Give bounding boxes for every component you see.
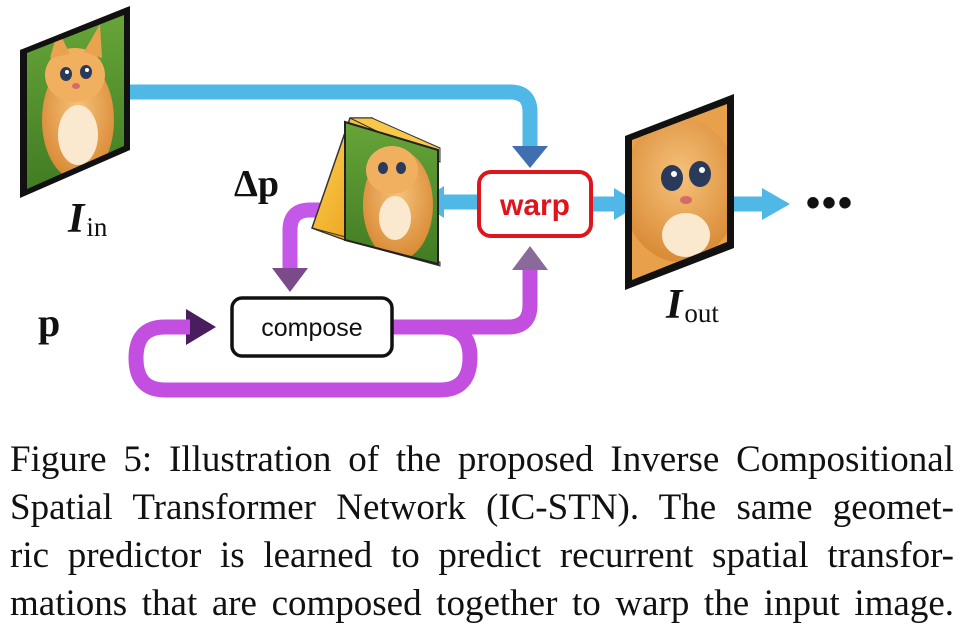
caption-line-3: ric predictor is learned to predict recu… — [10, 535, 954, 576]
input-sub-symbol: in — [86, 212, 108, 242]
delta-p-label: Δp — [234, 163, 279, 205]
figure-caption: Figure 5: Illustration of the proposed I… — [10, 436, 954, 628]
recurrent-loop-arrow — [128, 319, 478, 398]
warp-label: warp — [499, 189, 570, 222]
compose-node: compose — [230, 296, 394, 358]
compose-to-warp-arrow — [393, 246, 548, 335]
kitten-output-image-icon — [625, 94, 734, 290]
caption-line-1: Figure 5: Illustration of the proposed I… — [10, 439, 954, 480]
caption-line-4: mations that are composed together to wa… — [10, 583, 954, 624]
kitten-input-image-icon — [20, 6, 130, 198]
compose-label: compose — [261, 314, 362, 342]
ic-stn-diagram: warp compose Iin Iout Δp p ••• — [20, 6, 854, 398]
output-base-symbol: I — [665, 282, 684, 328]
input-to-warp-arrow — [92, 84, 548, 168]
svg-text:Iin: Iin — [67, 196, 108, 242]
ellipsis-label: ••• — [806, 181, 854, 225]
svg-text:Iout: Iout — [665, 282, 719, 328]
geometric-predictor-frustum-icon — [311, 117, 441, 267]
warp-node: warp — [477, 170, 593, 238]
p-label: p — [38, 300, 60, 345]
delta-p-to-compose-arrow — [272, 202, 333, 292]
output-sub-symbol: out — [684, 298, 719, 328]
output-image-label: Iout — [665, 282, 719, 328]
input-base-symbol: I — [67, 196, 86, 242]
input-image-label: Iin — [67, 196, 108, 242]
caption-line-2: Spatial Transformer Network (IC-STN). Th… — [10, 487, 954, 528]
